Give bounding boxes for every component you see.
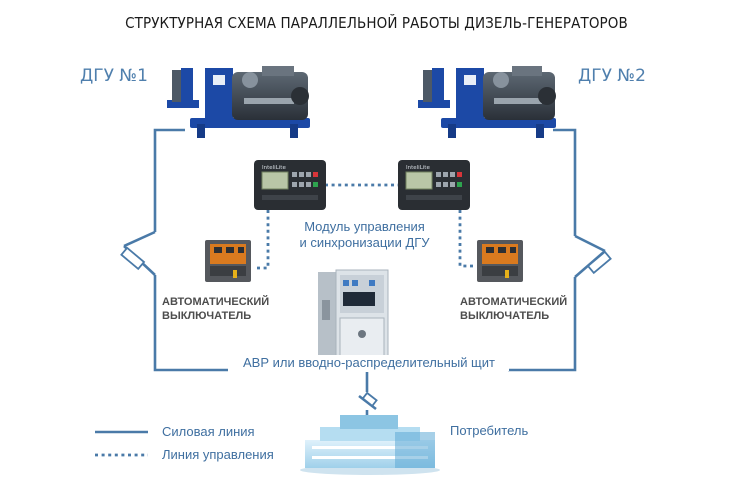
control-lines [95, 183, 476, 457]
power-line-right-bus [508, 277, 577, 372]
power-line-gen1-down [153, 128, 185, 232]
breaker-right-label-line-2: ВЫКЛЮЧАТЕЛЬ [460, 310, 550, 322]
control-line-right [458, 210, 476, 268]
controller-2-image: InteliLite [398, 160, 470, 210]
controller-1-image: InteliLite [254, 160, 326, 210]
breaker-left-label-line-1: АВТОМАТИЧЕСКИЙ [162, 296, 270, 308]
power-line-left-bus [153, 275, 228, 372]
controller-1-brand: InteliLite [262, 165, 286, 171]
consumer-building-image [300, 415, 440, 475]
generator-2-image [418, 66, 556, 138]
control-module-label-line-1: Модуль управления [304, 219, 425, 234]
switchboard-label: АВР или вводно-распределительный щит [229, 355, 509, 371]
power-line-gen2-down [553, 128, 577, 236]
generator-1-image [167, 66, 310, 138]
breaker-left-label: АВТОМАТИЧЕСКИЙ ВЫКЛЮЧАТЕЛЬ [162, 295, 269, 323]
switchboard-image [318, 269, 389, 365]
control-line-left [256, 210, 270, 270]
breaker-right-label: АВТОМАТИЧЕСКИЙ ВЫКЛЮЧАТЕЛЬ [460, 295, 567, 323]
controller-2-brand: InteliLite [406, 165, 430, 171]
legend-control-line-label: Линия управления [162, 447, 274, 462]
breaker-load-actuator [361, 391, 378, 408]
breaker-left-image [205, 240, 251, 282]
breaker-left-label-line-2: ВЫКЛЮЧАТЕЛЬ [162, 310, 252, 322]
diagram-title: СТРУКТУРНАЯ СХЕМА ПАРАЛЛЕЛЬНОЙ РАБОТЫ ДИ… [125, 14, 628, 32]
breaker-right-label-line-1: АВТОМАТИЧЕСКИЙ [460, 296, 568, 308]
breaker-left-actuator [120, 246, 146, 271]
legend-power-line-label: Силовая линия [162, 424, 255, 439]
control-module-label: Модуль управления и синхронизации ДГУ [282, 219, 447, 251]
control-module-label-line-2: и синхронизации ДГУ [299, 235, 430, 250]
breaker-right-actuator [586, 250, 612, 275]
breaker-right-image [477, 240, 523, 282]
generator-2-label: ДГУ №2 [578, 66, 646, 86]
consumer-label: Потребитель [450, 423, 529, 438]
generator-1-label: ДГУ №1 [80, 66, 148, 86]
